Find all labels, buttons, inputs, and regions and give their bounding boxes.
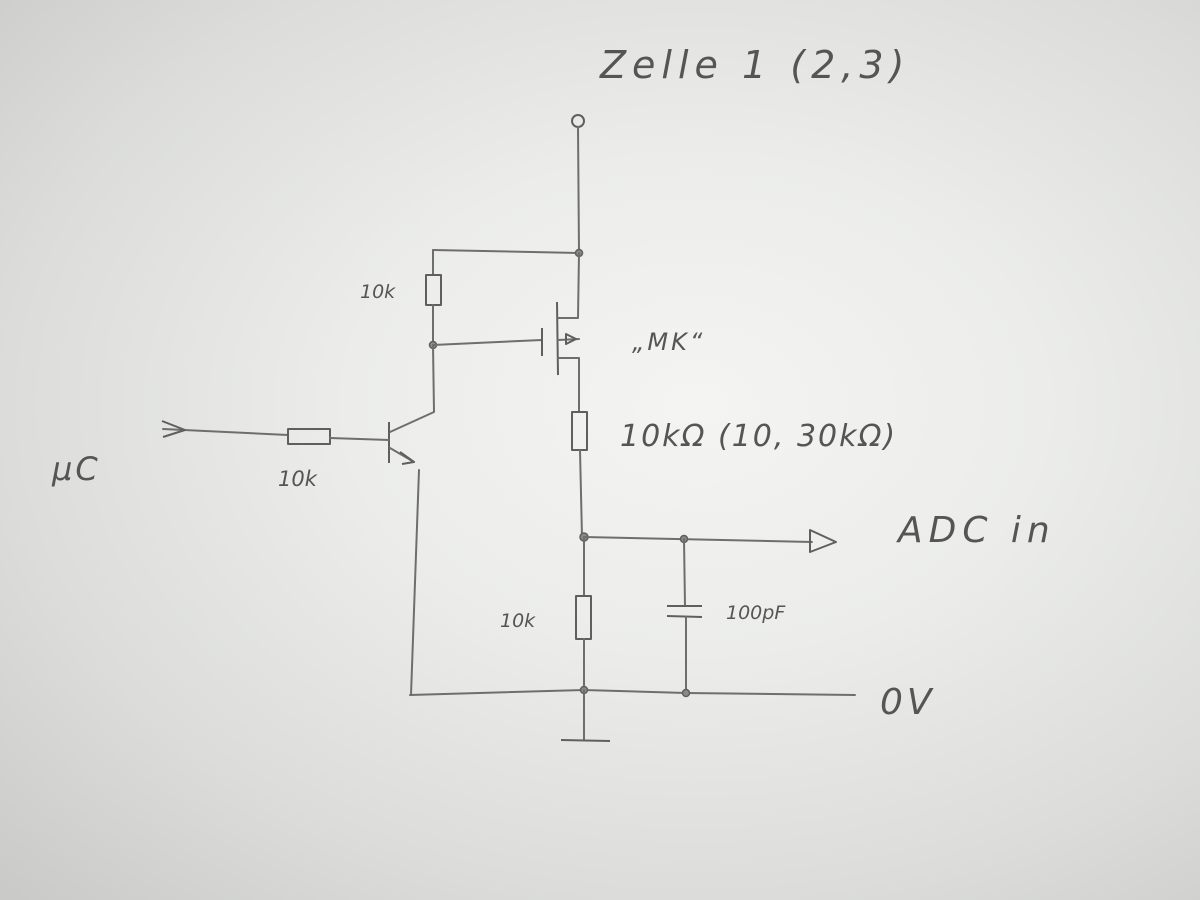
output-wire	[583, 536, 813, 543]
r-bottom-resistor	[575, 595, 592, 640]
ground-symbol	[560, 739, 611, 742]
r-top-resistor	[425, 274, 442, 306]
cap-plate-bottom	[666, 615, 703, 618]
r-mid-resistor	[571, 411, 588, 451]
mosfet-drain-lead	[557, 252, 580, 319]
supply-terminal	[571, 114, 585, 128]
cap-label: 100pF	[726, 602, 786, 624]
r-base-lead	[329, 437, 390, 441]
input-label: µC	[51, 450, 101, 488]
npn-collector-wire	[389, 344, 435, 433]
ground-rail-wire	[409, 689, 856, 696]
r-base-resistor	[287, 428, 331, 445]
npn-emitter-to-ground-wire	[410, 469, 420, 696]
r-mid-lower-lead	[579, 449, 583, 538]
mosfet-arrow	[565, 333, 577, 345]
junction-ground-right	[681, 688, 691, 698]
output-arrow	[809, 529, 837, 553]
mosfet-label: „MK“	[632, 328, 705, 356]
supply-wire	[577, 126, 580, 254]
r-bottom-label: 10k	[500, 610, 536, 632]
mosfet-source-lead	[557, 357, 580, 413]
top-rail-wire	[432, 249, 580, 254]
gate-wire	[432, 339, 543, 346]
r-top-label: 10k	[360, 281, 396, 303]
r-base-label: 10k	[278, 467, 318, 491]
input-arrow	[161, 420, 186, 438]
r-mid-label: 10kΩ (10, 30kΩ)	[620, 419, 897, 454]
title-label: Zelle 1 (2,3)	[599, 43, 910, 87]
output-label: ADC in	[896, 510, 1056, 551]
cap-upper-lead	[683, 538, 686, 607]
npn-emitter-arrow	[399, 451, 415, 465]
ground-label: 0V	[880, 682, 936, 723]
mosfet-channel	[556, 301, 559, 376]
